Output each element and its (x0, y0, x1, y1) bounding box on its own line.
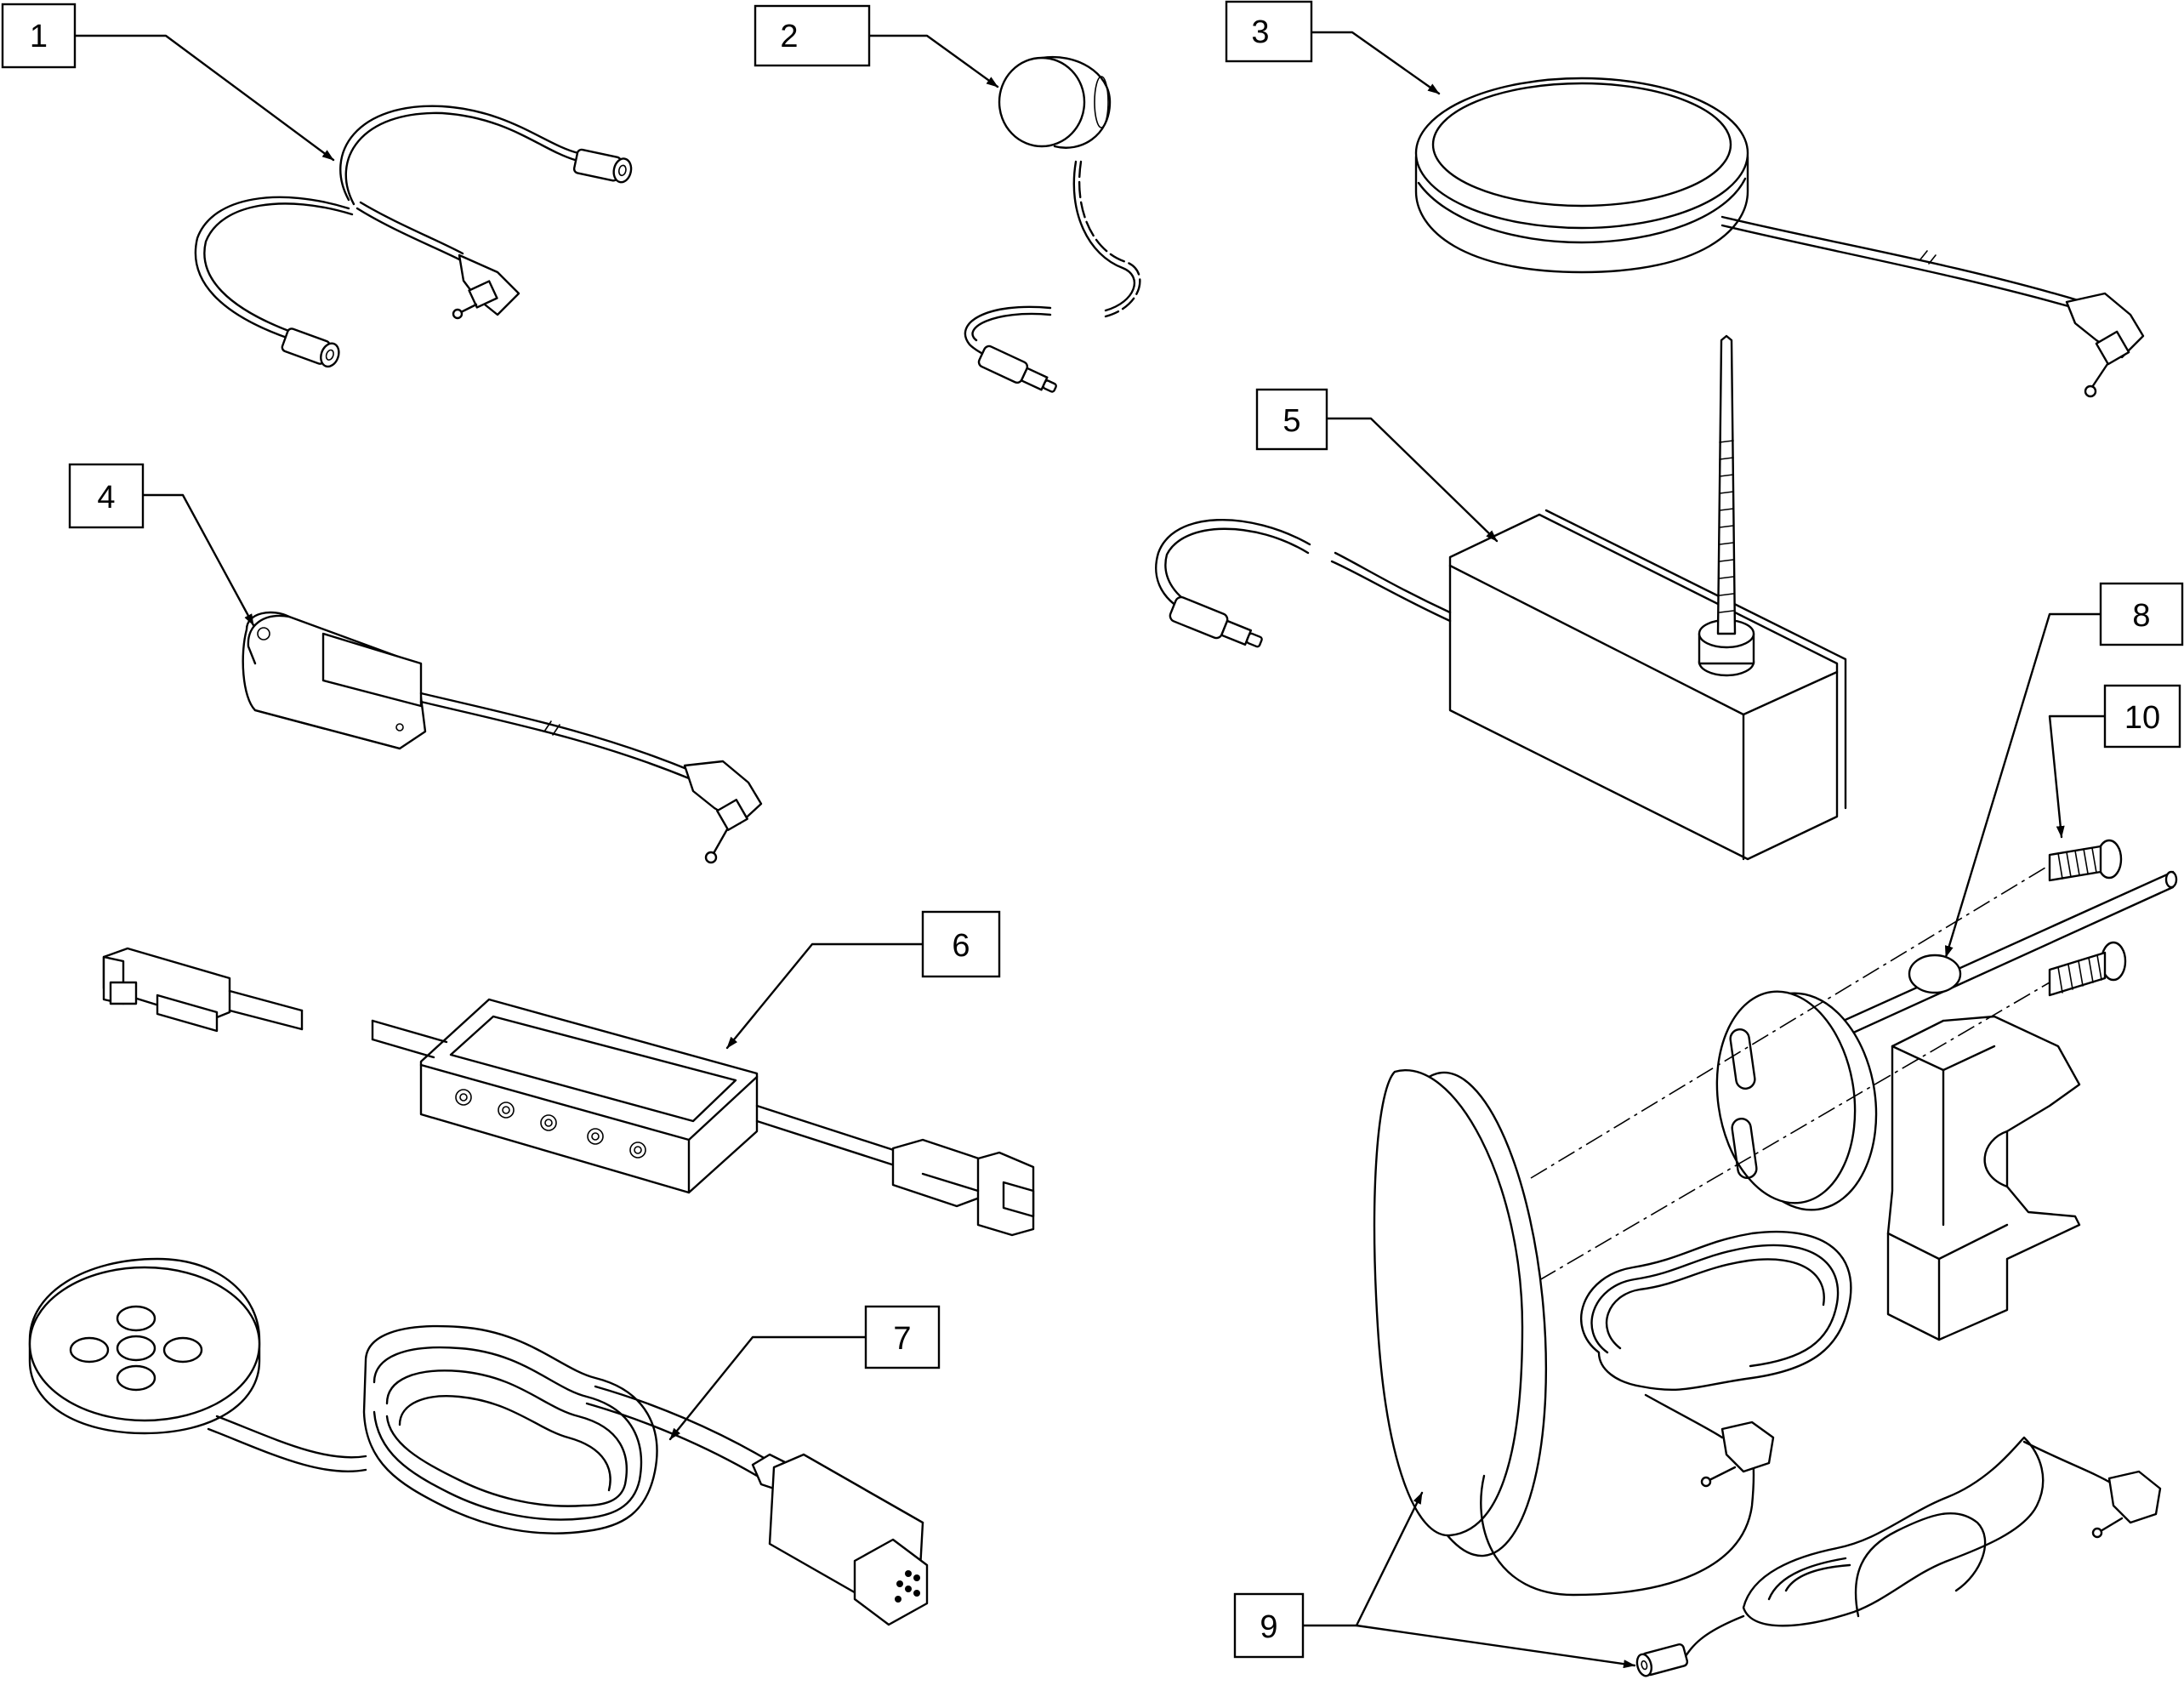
callout-label: 5 (1283, 403, 1300, 439)
part-10-screw-upper (2048, 839, 2123, 882)
callout-10: 10 (2103, 684, 2181, 749)
part-4-clip-switch (242, 611, 763, 864)
callout-label: 10 (2124, 700, 2160, 736)
part-8-mounting-bracket (1530, 839, 2178, 1341)
part-5-transmitter-box (1155, 334, 1847, 861)
callout-1: 1 (1, 3, 77, 69)
callout-label: 6 (952, 928, 970, 964)
callout-9: 9 (1233, 1592, 1305, 1659)
part-6-junction-box (102, 947, 1035, 1237)
callout-6: 6 (921, 910, 1001, 978)
callout-label: 8 (2132, 598, 2150, 634)
part-1-y-splitter-cable (194, 105, 633, 368)
leader-lines (73, 31, 2107, 1669)
part-2-mini-button-switch (964, 55, 1141, 393)
callout-7: 7 (864, 1305, 941, 1369)
part-10-screw-lower (2048, 941, 2127, 997)
part-9-oval-switch-and-cables (1373, 1069, 2162, 1677)
callout-label: 3 (1251, 14, 1269, 50)
callout-label: 4 (97, 480, 115, 515)
callout-3: 3 (1225, 0, 1313, 63)
callout-5: 5 (1255, 388, 1328, 451)
callout-8: 8 (2099, 582, 2184, 646)
part-7-five-button-pad (28, 1257, 929, 1626)
part-3-large-round-switch (1414, 77, 2145, 398)
callout-2: 2 (754, 4, 871, 67)
callout-label: 9 (1260, 1609, 1277, 1645)
callout-4: 4 (68, 463, 145, 529)
db9-connector-right (891, 1138, 1035, 1237)
callout-label: 2 (780, 19, 798, 54)
callout-label: 7 (893, 1321, 911, 1357)
callout-label: 1 (30, 19, 48, 54)
db9-connector-left (102, 947, 304, 1033)
